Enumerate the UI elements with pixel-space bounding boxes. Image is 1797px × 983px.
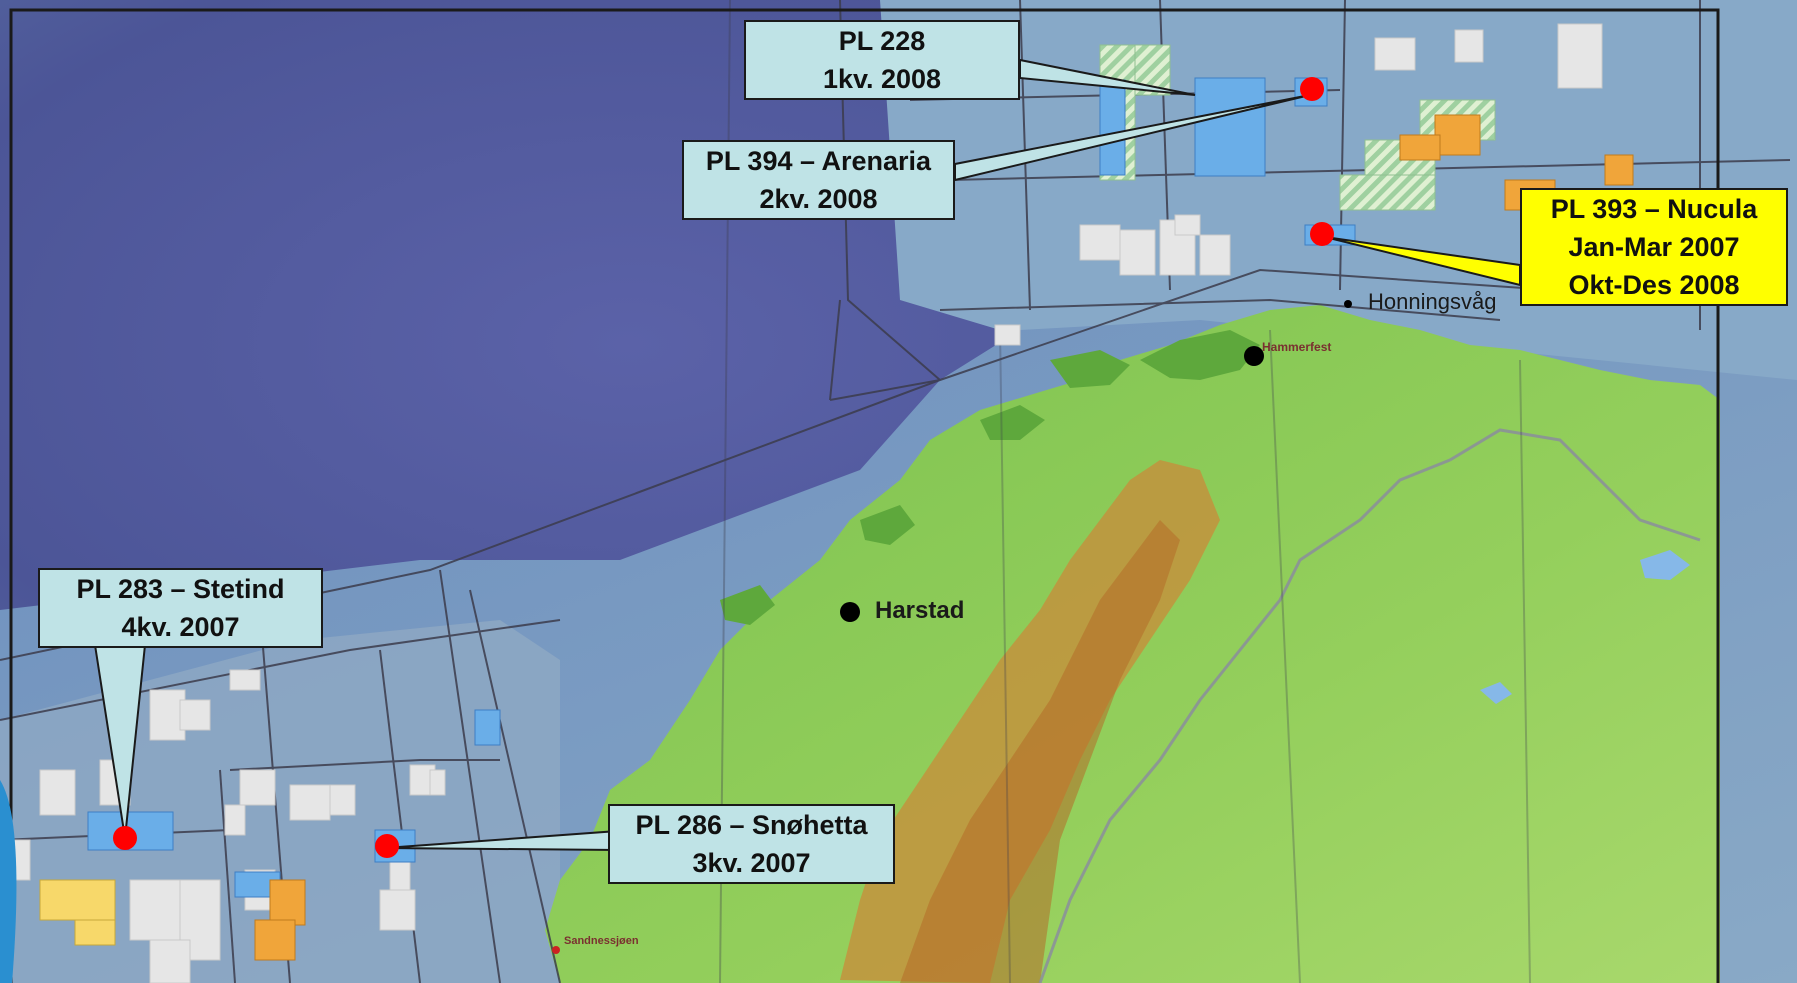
town-marker-sandnessjoen [552, 946, 560, 954]
place-label-honningsvag: Honningsvåg [1368, 289, 1497, 314]
callout-pl393-date-1: Jan-Mar 2007 [1568, 232, 1740, 262]
callout-pl286: PL 286 – Snøhetta 3kv. 2007 [608, 804, 895, 884]
border-line [1038, 458, 1451, 983]
frame-wave [0, 780, 17, 983]
callout-pl283: PL 283 – Stetind 4kv. 2007 [38, 568, 323, 648]
licence-blocks-grey [0, 23, 1603, 983]
callout-pl393-title: PL 393 – Nucula [1550, 194, 1758, 224]
town-marker-harstad [840, 602, 860, 622]
place-label-hammerfest: Hammerfest [1262, 340, 1332, 354]
coastal-islands [720, 330, 1260, 625]
border-line [1449, 428, 1701, 542]
callout-pl283-title: PL 283 – Stetind [76, 574, 285, 604]
well-marker-pl393[interactable] [1310, 222, 1334, 246]
callout-pl286-date: 3kv. 2007 [692, 848, 811, 878]
callout-pl283-date: 4kv. 2007 [121, 612, 240, 642]
well-marker-pl286[interactable] [375, 834, 399, 858]
callout-pl393: PL 393 – Nucula Jan-Mar 2007 Okt-Des 200… [1520, 188, 1788, 306]
callout-pl228: PL 228 1kv. 2008 [744, 20, 1020, 100]
lake [1480, 682, 1512, 704]
callout-pl393-date-2: Okt-Des 2008 [1568, 270, 1740, 300]
callout-pl286-title: PL 286 – Snøhetta [635, 810, 868, 840]
callout-pl394-date: 2kv. 2008 [759, 184, 878, 214]
place-label-harstad: Harstad [875, 597, 965, 624]
place-label-sandnessjoen: Sandnessjøen [564, 935, 639, 947]
map-frame [9, 8, 1720, 983]
town-marker-hammerfest [1244, 346, 1264, 366]
highlands [900, 520, 1180, 983]
town-marker-honningsvag [1344, 300, 1352, 308]
callout-pointer-pl228 [1019, 58, 1196, 96]
well-marker-pl283[interactable] [113, 826, 137, 850]
licence-blocks-yellow [39, 879, 116, 946]
callout-pl394: PL 394 – Arenaria 2kv. 2008 [682, 140, 955, 220]
lake [1640, 550, 1690, 580]
well-marker-pl228[interactable] [1300, 77, 1324, 101]
callout-pl228-title: PL 228 [838, 26, 926, 56]
callout-pl394-title: PL 394 – Arenaria [705, 146, 932, 176]
callout-pl228-date: 1kv. 2008 [822, 64, 942, 94]
callout-pointer-pl394 [954, 94, 1311, 182]
